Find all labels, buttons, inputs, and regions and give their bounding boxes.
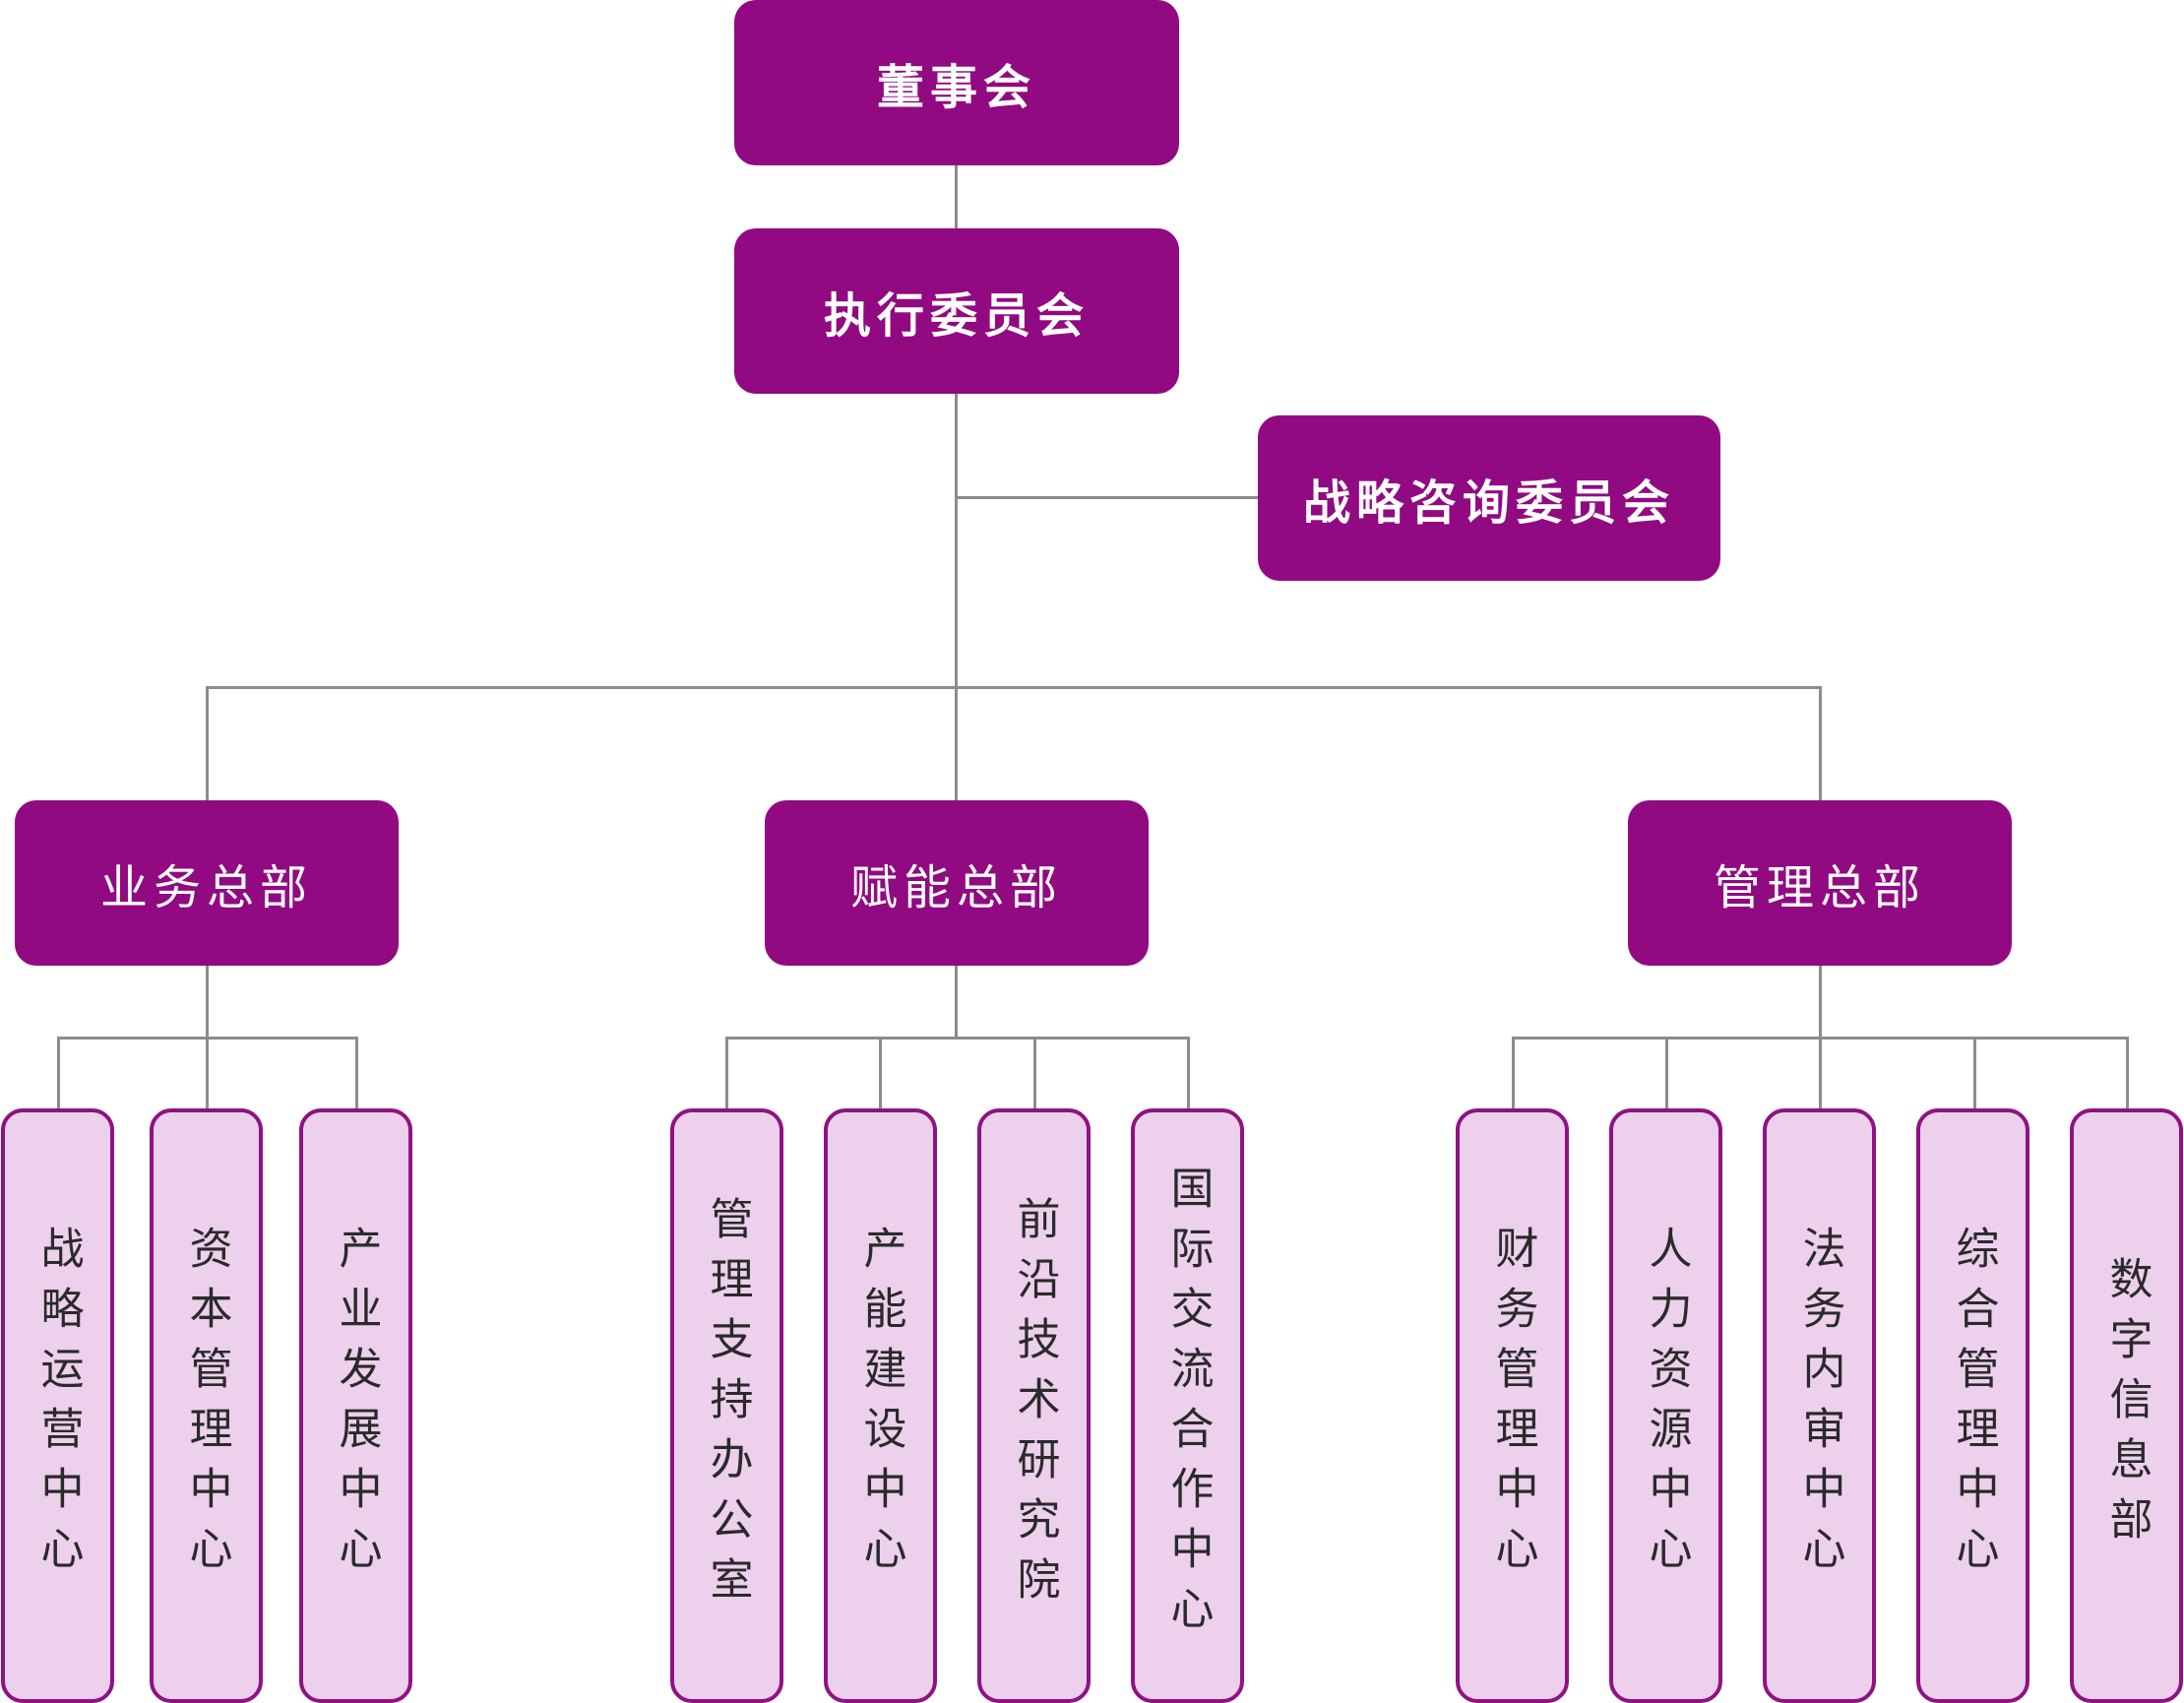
connector-div2-bar bbox=[725, 1037, 1190, 1040]
strategic-advisory-committee-box: 战略咨询委员会 bbox=[1258, 415, 1720, 581]
connector-div3-drop bbox=[1665, 1037, 1668, 1109]
unit-label: 管理支持办公室 bbox=[702, 1195, 753, 1616]
unit-box: 产业发展中心 bbox=[299, 1108, 412, 1703]
unit-label: 综合管理中心 bbox=[1948, 1226, 1999, 1586]
connector-div3-drop bbox=[2126, 1037, 2129, 1109]
unit-label: 财务管理中心 bbox=[1487, 1226, 1538, 1586]
business-headquarters-box: 业务总部 bbox=[15, 800, 399, 966]
unit-label: 资本管理中心 bbox=[181, 1226, 232, 1586]
connector-div2-drop bbox=[1033, 1037, 1036, 1109]
connector-div2-drop bbox=[1187, 1037, 1190, 1109]
unit-box: 资本管理中心 bbox=[150, 1108, 263, 1703]
connector-div1-drop bbox=[57, 1037, 60, 1109]
connector-division-bar bbox=[206, 686, 1822, 689]
connector-div3-drop bbox=[1973, 1037, 1976, 1109]
unit-box: 战略运营中心 bbox=[1, 1108, 114, 1703]
unit-label: 产业发展中心 bbox=[331, 1226, 382, 1586]
connector-div1-drop bbox=[206, 1037, 209, 1109]
connector-division-3 bbox=[1819, 686, 1822, 800]
connector-div1-drop bbox=[355, 1037, 358, 1109]
unit-box: 前沿技术研究院 bbox=[977, 1108, 1091, 1703]
connector-exec-trunk bbox=[955, 392, 958, 687]
connector-div3-drop bbox=[1512, 1037, 1515, 1109]
board-box: 董事会 bbox=[734, 0, 1179, 165]
unit-label: 人力资源中心 bbox=[1641, 1226, 1692, 1586]
connector-div3-stem bbox=[1819, 965, 1822, 1040]
connector-div2-stem bbox=[955, 965, 958, 1040]
connector-advisory-branch bbox=[955, 496, 1258, 499]
unit-box: 国际交流合作中心 bbox=[1131, 1108, 1244, 1703]
unit-box: 人力资源中心 bbox=[1609, 1108, 1722, 1703]
unit-box: 财务管理中心 bbox=[1456, 1108, 1569, 1703]
connector-division-2 bbox=[955, 686, 958, 800]
connector-div1-stem bbox=[206, 965, 209, 1040]
unit-box: 法务内审中心 bbox=[1763, 1108, 1876, 1703]
unit-box: 数字信息部 bbox=[2070, 1108, 2183, 1703]
unit-box: 产能建设中心 bbox=[824, 1108, 937, 1703]
connector-division-1 bbox=[206, 686, 209, 800]
unit-label: 产能建设中心 bbox=[855, 1226, 906, 1586]
unit-box: 综合管理中心 bbox=[1916, 1108, 2029, 1703]
enablement-headquarters-box: 赋能总部 bbox=[765, 800, 1149, 966]
management-headquarters-box: 管理总部 bbox=[1628, 800, 2012, 966]
connector-div2-drop bbox=[879, 1037, 882, 1109]
unit-box: 管理支持办公室 bbox=[670, 1108, 783, 1703]
unit-label: 前沿技术研究院 bbox=[1009, 1195, 1060, 1616]
unit-label: 国际交流合作中心 bbox=[1162, 1166, 1214, 1646]
unit-label: 法务内审中心 bbox=[1794, 1226, 1845, 1586]
executive-committee-box: 执行委员会 bbox=[734, 228, 1179, 394]
unit-label: 数字信息部 bbox=[2101, 1255, 2153, 1556]
connector-div3-drop bbox=[1819, 1037, 1822, 1109]
unit-label: 战略运营中心 bbox=[32, 1226, 84, 1586]
connector-board-exec bbox=[955, 165, 958, 228]
connector-div2-drop bbox=[725, 1037, 728, 1109]
